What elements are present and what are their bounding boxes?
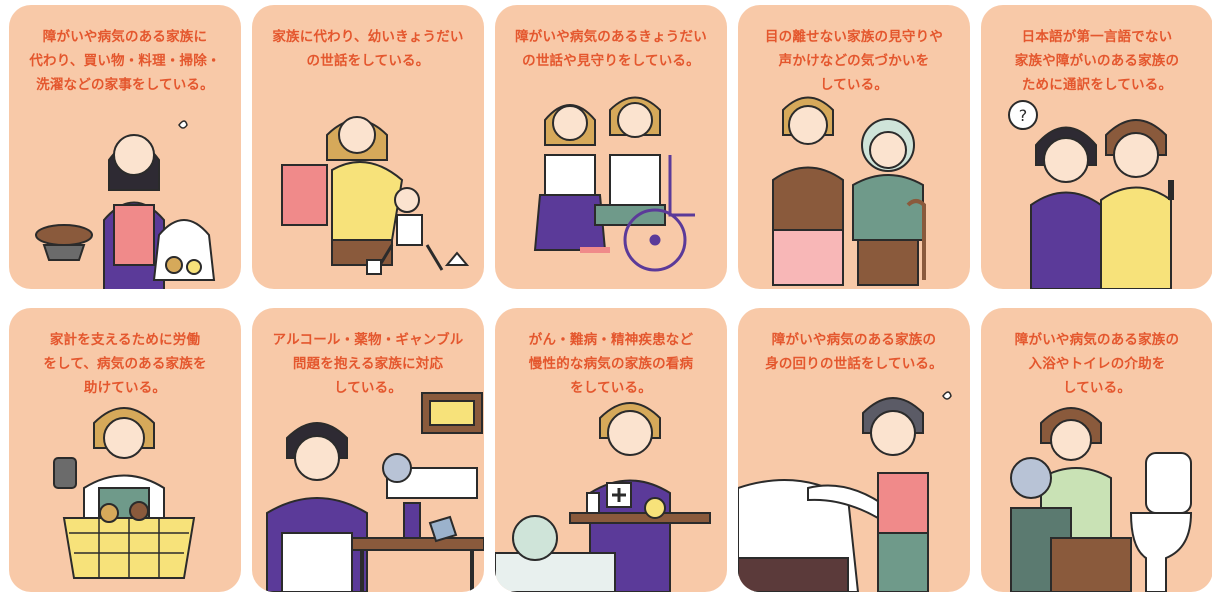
- card-watching-elder: 目の離せない家族の見守りや 声かけなどの気づかいを している。: [738, 5, 970, 289]
- working-illustration: [53, 407, 196, 579]
- card-addiction: アルコール・薬物・ギャンブル 問題を抱える家族に対応 している。: [252, 308, 484, 592]
- question-icon: ?: [1008, 100, 1038, 130]
- card-working: 家計を支えるために労働 をして、病気のある家族を 助けている。: [9, 308, 241, 592]
- card-caption: 障がいや病気のあるきょうだい の世話や見守りをしている。: [515, 29, 707, 69]
- cane-icon: [906, 199, 926, 280]
- card-caption: 目の離せない家族の見守りや 声かけなどの気づかいを している。: [764, 29, 944, 93]
- card-caption: 家計を支えるために労働 をして、病気のある家族を 助けている。: [43, 332, 207, 396]
- sibling-watch-illustration: [533, 96, 695, 272]
- shopping-basket-icon: [62, 501, 196, 579]
- sibling-care-illustration: [281, 116, 470, 275]
- svg-text:?: ?: [1019, 106, 1028, 125]
- card-sibling-watch: 障がいや病気のあるきょうだい の世話や見守りをしている。: [495, 5, 727, 289]
- card-chronic-illness: がん・難病・精神疾患など 慢性的な病気の家族の看病 をしている。: [495, 308, 727, 592]
- toilet-icon: [1129, 452, 1193, 592]
- card-caption: 日本語が第一言語でない 家族や障がいのある家族の ために通訳をしている。: [1014, 29, 1180, 93]
- medical-cross-icon: [606, 482, 632, 508]
- card-caption: 障がいや病気のある家族に 代わり、買い物・料理・掃除・ 洗濯などの家事をしている…: [29, 29, 221, 93]
- card-caption: 家族に代わり、幼いきょうだい の世話をしている。: [272, 29, 464, 69]
- housework-illustration: [35, 120, 216, 289]
- card-caption: 障がいや病気のある家族の 身の回りの世話をしている。: [765, 332, 943, 372]
- card-sibling-care: 家族に代わり、幼いきょうだい の世話をしている。: [252, 5, 484, 289]
- personal-care-illustration: [738, 391, 952, 592]
- wheelchair-icon: [580, 155, 695, 272]
- card-caption: アルコール・薬物・ギャンブル 問題を抱える家族に対応 している。: [272, 332, 464, 396]
- sweat-drop-icon: [178, 120, 188, 129]
- bath-toilet-illustration: [1010, 407, 1193, 592]
- chronic-illness-illustration: [495, 402, 711, 592]
- card-housework: 障がいや病気のある家族に 代わり、買い物・料理・掃除・ 洗濯などの家事をしている…: [9, 5, 241, 289]
- card-caption: 障がいや病気のある家族の 入浴やトイレの介助を している。: [1014, 332, 1180, 396]
- card-personal-care: 障がいや病気のある家族の 身の回りの世話をしている。: [738, 308, 970, 592]
- addiction-illustration: [266, 392, 484, 592]
- card-bath-toilet: 障がいや病気のある家族の 入浴やトイレの介助を している。: [981, 308, 1212, 592]
- sweat-drop-icon: [942, 391, 952, 400]
- card-interpreting: 日本語が第一言語でない 家族や障がいのある家族の ために通訳をしている。 ?: [981, 5, 1212, 289]
- card-caption: がん・難病・精神疾患など 慢性的な病気の家族の看病 をしている。: [528, 332, 694, 396]
- watching-elder-illustration: [772, 96, 926, 286]
- interpreting-illustration: ?: [1008, 100, 1174, 289]
